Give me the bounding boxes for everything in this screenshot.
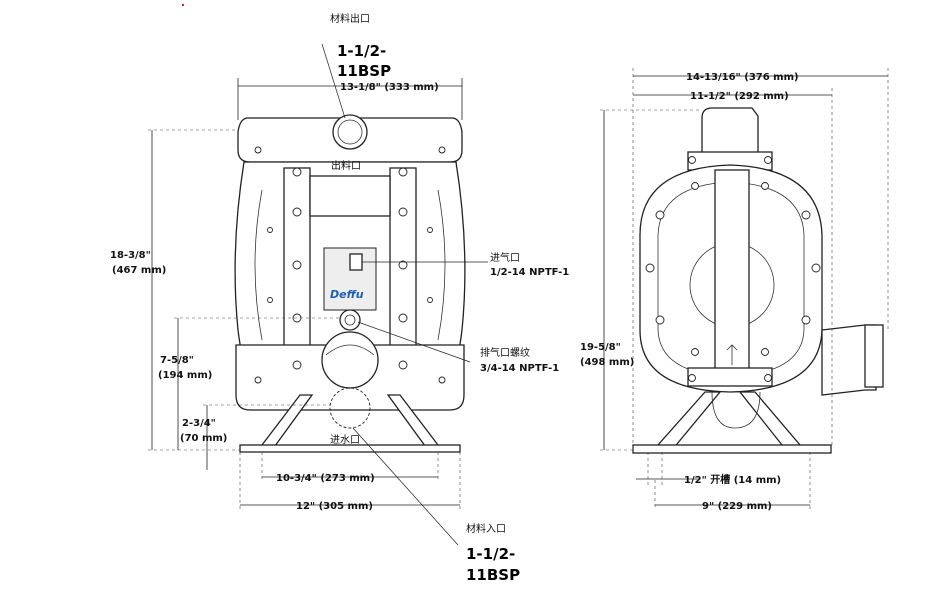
inlet-size-line2: 11BSP [466,566,520,584]
inlet-label: 材料入口 [466,522,506,535]
outlet-inner-label: 出料口 [331,159,361,172]
brand-logo: Deffu [330,288,364,301]
inlet-inner-label: 进水口 [330,434,360,446]
dim-low-height-in: 2-3/4" [182,418,216,429]
outlet-size-line1: 1-1/2- [337,42,386,60]
dim-low-height-mm: (70 mm) [180,433,227,444]
dim-mid-height-mm: (194 mm) [158,370,212,381]
exhaust-size: 3/4-14 NPTF-1 [480,363,559,374]
dim-side-inner-label: 11-1/2" (292 mm) [690,91,789,102]
side-view [632,107,884,454]
dim-side-base-label: 9" (229 mm) [702,501,772,512]
dim-total-height-mm: (467 mm) [112,265,166,276]
air-inlet-size: 1/2-14 NPTF-1 [490,267,569,278]
dim-base-outer-label: 12" (305 mm) [296,501,373,512]
side-base-plate [632,444,832,454]
dim-top-width-label: 13-1/8" (333 mm) [340,82,439,93]
front-view: Deffu [234,114,466,453]
dim-mid-height-in: 7-5/8" [160,355,194,366]
dim-total-height-in: 18-3/8" [110,250,151,261]
inlet-size-line1: 1-1/2- [466,545,515,563]
dim-slot-label: 1/2" 开槽 (14 mm) [684,473,781,486]
inlet-bowl [321,331,379,389]
inlet-port-hidden [329,387,371,429]
front-base-plate [239,444,461,453]
outlet-size-line2: 11BSP [337,62,391,80]
red-mark [182,4,184,6]
exhaust-label: 排气口螺纹 [480,346,530,359]
dim-side-outer-label: 14-13/16" (376 mm) [686,72,799,83]
dim-side-height-in: 19-5/8" [580,342,621,353]
dim-side-height-mm: (498 mm) [580,357,634,368]
dim-base-inner-label: 10-3/4" (273 mm) [276,473,375,484]
air-inlet-label: 进气口 [490,251,520,264]
outlet-label: 材料出口 [330,12,370,25]
